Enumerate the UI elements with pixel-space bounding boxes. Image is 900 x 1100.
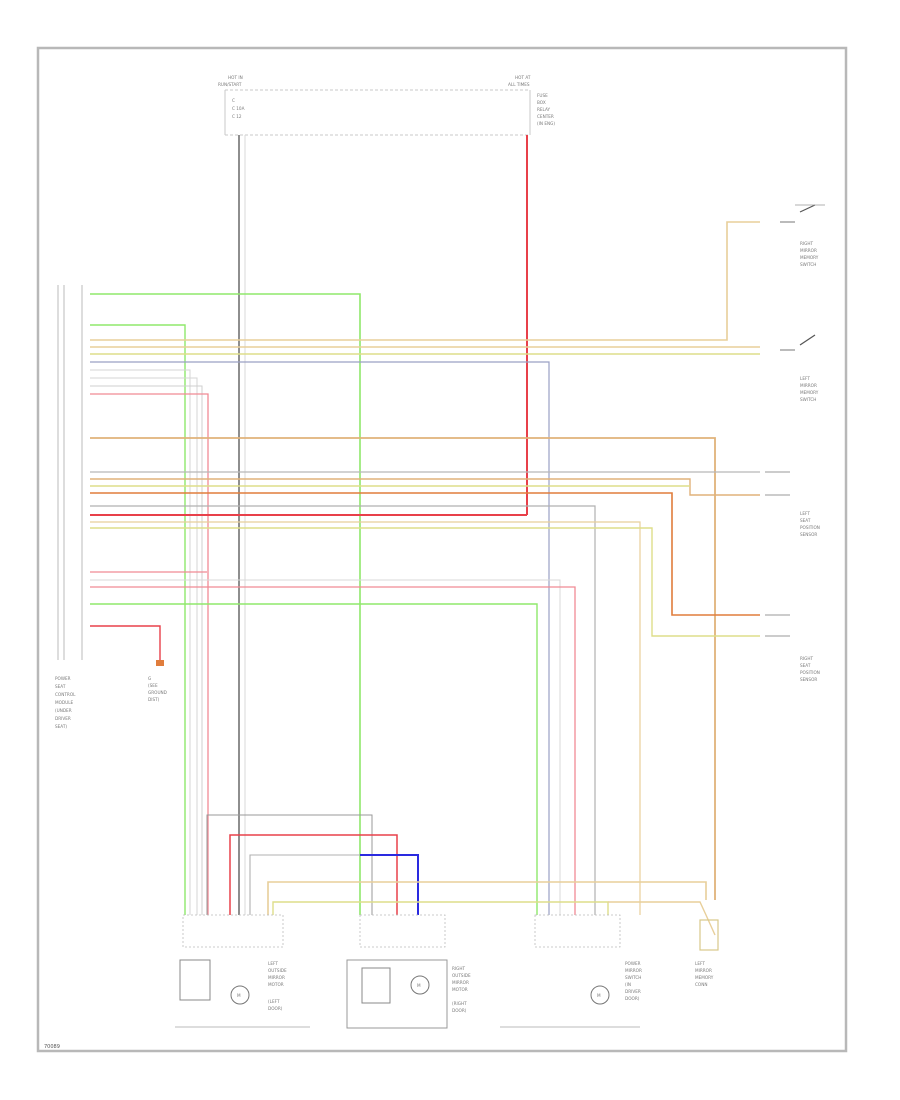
power-seat-module-label: POWER SEAT CONTROL MODULE (UNDER DRIVER … xyxy=(55,676,76,729)
top-left-box-line-2: C xyxy=(232,98,235,103)
module-label-line-4: (UNDER xyxy=(55,708,72,713)
top-left-box-line-3: C 10A xyxy=(232,106,245,111)
left-seat-sensor-line-0: LEFT xyxy=(800,511,810,516)
left-mirror-label-line-3: MOTOR xyxy=(268,982,284,987)
left-seat-sensor: LEFT SEAT POSITION SENSOR xyxy=(765,471,820,537)
memory-conn-line-0: LEFT xyxy=(695,961,705,966)
left-seat-sensor-line-3: SENSOR xyxy=(800,532,817,537)
mirror-switch-label-line-0: POWER xyxy=(625,961,641,966)
top-right-box-line-2: FUSE xyxy=(537,93,548,98)
top-left-box-line-0: HOT IN xyxy=(228,75,243,80)
module-connector-strip xyxy=(57,285,83,660)
mirror-switch-label-line-2: SWITCH xyxy=(625,975,641,980)
right-mirror-label-line-1: OUTSIDE xyxy=(452,973,471,978)
left-memory-switch-line-2: MEMORY xyxy=(800,390,819,395)
module-label-line-1: SEAT xyxy=(55,684,66,689)
right-seat-sensor-line-0: RIGHT xyxy=(800,656,814,661)
power-mirror-switch-connectors: M POWER MIRROR SWITCH (IN DRIVER DOOR) xyxy=(500,914,642,1028)
right-mirror-label-line-5: DOOR) xyxy=(452,1008,467,1013)
ground-label-line-1: (SEE xyxy=(148,683,158,688)
footer-code: 70089 xyxy=(44,1044,60,1050)
left-memory-switch-line-0: LEFT xyxy=(800,376,810,381)
left-seat-sensor-line-2: POSITION xyxy=(800,525,820,530)
ground-label-line-0: G xyxy=(148,676,151,681)
right-mirror-motor-icon xyxy=(410,975,430,995)
memory-conn-line-2: MEMORY xyxy=(695,975,714,980)
right-mirror-label-line-2: MIRROR xyxy=(452,980,469,985)
top-right-box-line-1: ALL TIMES xyxy=(508,82,530,87)
right-seat-sensor-line-2: POSITION xyxy=(800,670,820,675)
ground-label-line-3: DIST) xyxy=(148,697,160,702)
left-memory-switch: LEFT MIRROR MEMORY SWITCH xyxy=(780,334,819,402)
right-mirror-motor-tag: M xyxy=(417,983,421,988)
module-label-line-6: SEAT) xyxy=(55,724,67,729)
left-mirror-label-line-2: MIRROR xyxy=(268,975,285,980)
module-label-line-0: POWER xyxy=(55,676,71,681)
mirror-switch-label-line-5: DOOR) xyxy=(625,996,640,1001)
ground-label-line-2: GROUND xyxy=(148,690,167,695)
mirror-switch-tag: M xyxy=(597,993,601,998)
module-label-line-3: MODULE xyxy=(55,700,74,705)
module-label-line-2: CONTROL xyxy=(55,692,76,697)
mirror-switch-label-line-4: DRIVER xyxy=(625,989,641,994)
top-left-box-line-4: C 12 xyxy=(232,114,242,119)
top-right-box-line-3: BOX xyxy=(537,100,546,105)
module-wires xyxy=(90,221,760,915)
top-left-box-line-1: RUN/START xyxy=(218,82,242,87)
top-right-box-line-6: (IN ENG) xyxy=(537,121,555,126)
left-mirror-label-line-5: DOOR) xyxy=(268,1006,283,1011)
left-memory-switch-line-1: MIRROR xyxy=(800,383,817,388)
mirror-switch-label-line-1: MIRROR xyxy=(625,968,642,973)
right-memory-switch-line-3: SWITCH xyxy=(800,262,816,267)
memory-conn-line-1: MIRROR xyxy=(695,968,712,973)
top-left-power-box: HOT IN RUN/START C C 10A C 12 xyxy=(218,75,530,136)
top-right-power-box: HOT AT ALL TIMES FUSE BOX RELAY CENTER (… xyxy=(508,75,555,135)
lower-harness xyxy=(206,814,716,936)
top-right-box-line-5: CENTER xyxy=(537,114,554,119)
right-memory-switch: RIGHT MIRROR MEMORY SWITCH xyxy=(780,204,825,267)
right-memory-switch-line-0: RIGHT xyxy=(800,241,814,246)
left-seat-sensor-line-1: SEAT xyxy=(800,518,811,523)
mirror-switch-icon xyxy=(590,985,610,1005)
left-mirror-label-line-4: (LEFT xyxy=(268,999,280,1004)
right-seat-sensor-line-1: SEAT xyxy=(800,663,811,668)
top-right-box-line-0: HOT AT xyxy=(515,75,531,80)
right-mirror-connectors: M RIGHT OUTSIDE MIRROR MOTOR (RIGHT DOOR… xyxy=(346,914,471,1029)
left-mirror-motor-tag: M xyxy=(237,993,241,998)
left-memory-switch-line-3: SWITCH xyxy=(800,397,816,402)
right-seat-sensor: RIGHT SEAT POSITION SENSOR xyxy=(765,614,820,682)
memory-conn-line-3: CONN xyxy=(695,982,708,987)
top-right-box-line-4: RELAY xyxy=(537,107,551,112)
ground-label: G (SEE GROUND DIST) xyxy=(148,676,167,702)
memory-connector: LEFT MIRROR MEMORY CONN xyxy=(695,919,719,987)
right-mirror-label-line-4: (RIGHT xyxy=(452,1001,467,1006)
diagram-border xyxy=(36,46,848,1053)
left-mirror-label-line-0: LEFT xyxy=(268,961,278,966)
module-label-line-5: DRIVER xyxy=(55,716,71,721)
left-mirror-connectors: M LEFT OUTSIDE MIRROR MOTOR (LEFT DOOR) xyxy=(175,914,310,1028)
left-mirror-label-line-1: OUTSIDE xyxy=(268,968,287,973)
left-mirror-motor-icon xyxy=(230,985,250,1005)
right-seat-sensor-line-3: SENSOR xyxy=(800,677,817,682)
right-mirror-label-line-0: RIGHT xyxy=(452,966,466,971)
right-mirror-label-line-3: MOTOR xyxy=(452,987,468,992)
mirror-switch-label-line-3: (IN xyxy=(625,982,631,987)
right-memory-switch-line-2: MEMORY xyxy=(800,255,819,260)
right-memory-switch-line-1: MIRROR xyxy=(800,248,817,253)
